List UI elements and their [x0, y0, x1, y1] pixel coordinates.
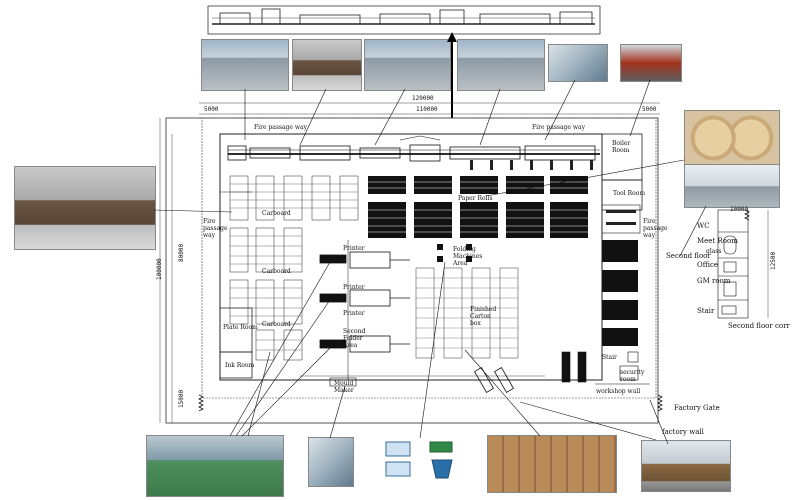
photo-cardboard-warehouse — [14, 166, 156, 250]
photo-paper-rolls — [684, 110, 780, 166]
dim-right-margin: 5000 — [642, 106, 657, 113]
label-factory-wall: factory wall — [662, 428, 704, 436]
photo-mould-maker — [308, 437, 354, 487]
leader-lines — [153, 79, 707, 445]
photo-factory-line-1 — [201, 39, 289, 91]
dim-overall-width: 120000 — [412, 95, 434, 102]
label-meet-room: Meet Room — [697, 237, 738, 245]
photo-boiler — [620, 44, 682, 82]
folding-machines-sketch — [385, 441, 453, 479]
photo-machine — [548, 44, 608, 82]
label-finished-carton: Finished Carton box — [470, 306, 497, 327]
label-boiler-room: Boiler Room — [612, 140, 631, 154]
dim-overall-height: 100000 — [156, 258, 163, 280]
dim-inner-width: 110000 — [416, 106, 438, 113]
label-office: Office — [697, 261, 719, 269]
label-printer-1: Printer — [343, 245, 365, 252]
label-stair: Stair — [602, 354, 617, 361]
paper-roll-grid-texture — [368, 181, 588, 233]
bottom-conveyors — [300, 367, 545, 393]
stair-security-block — [561, 351, 650, 385]
label-fire-passage-left: Fire passage way — [203, 218, 228, 239]
cardboard-pallet-hatch — [230, 183, 358, 351]
label-carboard-2: Carboard — [262, 268, 291, 275]
office-plan — [717, 209, 749, 319]
label-ink-room: Ink Room — [225, 362, 255, 369]
label-second-folder: Second Folder Area — [343, 328, 366, 349]
label-security-room: security room — [620, 369, 645, 383]
photo-printer-machines — [146, 435, 284, 497]
dim-office-height: 12500 — [770, 251, 777, 270]
label-workshop-wall: workshop wall — [596, 388, 641, 395]
label-second-floor: Second floor — [666, 252, 711, 260]
cardboard-pallets — [229, 175, 359, 361]
label-carboard-3: Carboard — [262, 321, 291, 328]
photo-conveyor — [292, 39, 362, 91]
label-plate-room: Plate Room — [223, 324, 258, 331]
photo-finished-cartons — [487, 435, 617, 493]
label-carboard-1: Carboard — [262, 210, 291, 217]
label-wc: WC — [697, 222, 710, 230]
dim-inner-height: 80000 — [178, 243, 185, 262]
label-folding-area: Folding Machines Area — [453, 246, 483, 267]
label-tool-room: Tool Room — [613, 190, 646, 197]
tool-room-shelves — [606, 210, 636, 225]
finished-carton-hatch — [416, 277, 518, 349]
photo-factory-line-3 — [457, 39, 545, 91]
label-fire-passage-top: Fire passage way — [254, 124, 307, 131]
label-fire-passage-top-right: Fire passage way — [532, 124, 585, 131]
label-paper-rolls: Paper Rolls — [458, 195, 493, 202]
gate-coils — [198, 209, 750, 412]
label-second-floor-corr: Second floor corr — [728, 322, 790, 330]
label-mould-maker: Mould Maker — [334, 380, 354, 394]
label-printer-2: Printer — [343, 284, 365, 291]
label-glass: glass — [706, 248, 722, 255]
mould-maker-block — [329, 377, 357, 387]
printers — [319, 240, 410, 380]
corrugator-discharge-units — [470, 160, 593, 170]
photo-loading-truck — [641, 440, 731, 492]
label-fire-passage-right: Fire passage way — [643, 218, 668, 239]
label-gm-room: GM room — [697, 277, 731, 285]
label-stair-right: Stair — [697, 307, 715, 315]
photo-factory-line-2 — [364, 39, 451, 91]
dim-office-width: 10000 — [730, 206, 749, 213]
dim-bottom-height: 15000 — [178, 389, 185, 408]
paper-roll-stacks — [368, 176, 638, 346]
production-line-elevation — [207, 5, 601, 118]
label-printer-3: Printer — [343, 310, 365, 317]
label-factory-gate: Factory Gate — [674, 404, 720, 412]
folding-machine-icons — [437, 244, 472, 262]
dim-left-margin: 5000 — [204, 106, 219, 113]
photo-office — [684, 164, 780, 208]
corrugator-line — [227, 135, 600, 162]
finished-carton-pallets — [415, 267, 519, 359]
photo-folding-machines — [380, 438, 460, 482]
